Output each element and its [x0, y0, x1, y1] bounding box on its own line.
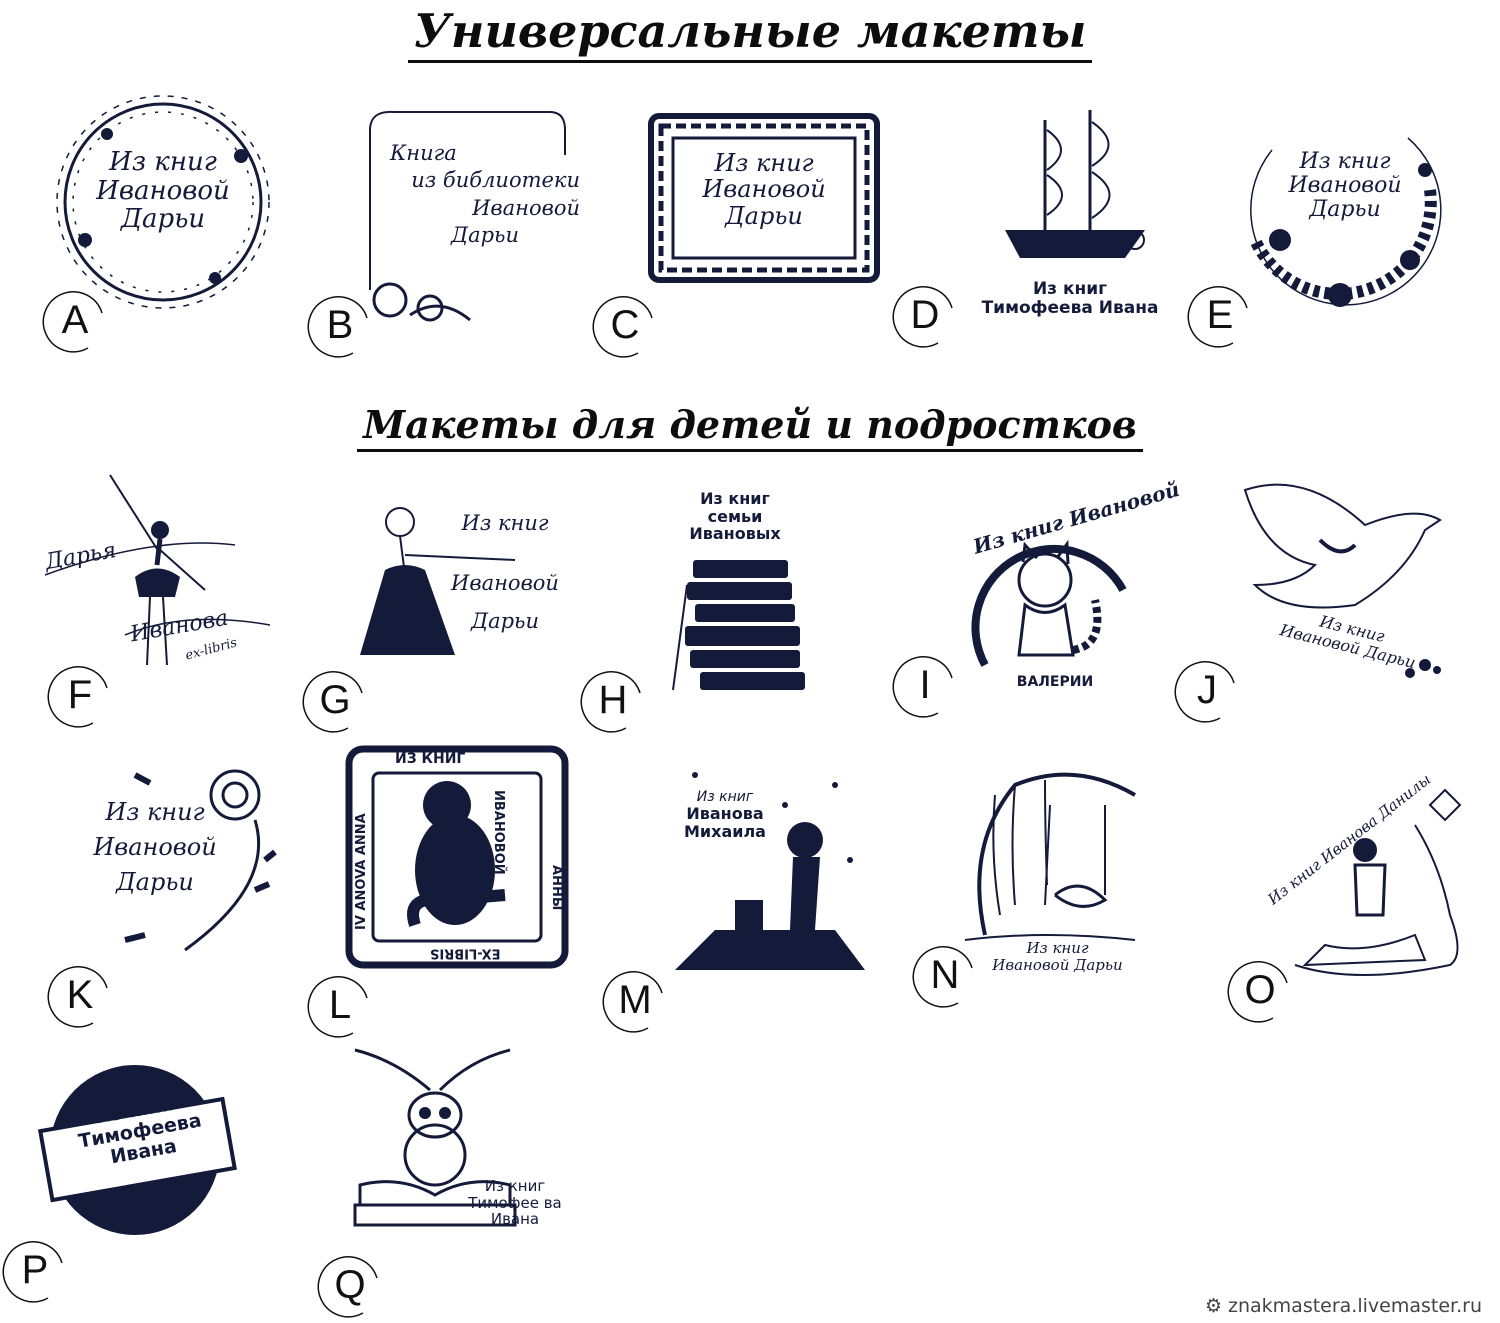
heading-universal: Универсальные макеты — [0, 4, 1500, 63]
stamp-d-line-2: Тимофеева Ивана — [981, 297, 1159, 318]
letter-marker-n: N — [910, 940, 980, 1010]
letter-marker-b: B — [305, 290, 375, 360]
stamp-e-line-1: Из книг — [1299, 149, 1391, 174]
stamp-d-line-1: Из книг — [1032, 279, 1108, 299]
stamp-h-line-2: семьи — [707, 506, 763, 526]
dancer-art — [360, 507, 516, 655]
stamp-q-line-3: Ивана — [490, 1210, 540, 1228]
kite-boy-art — [1294, 788, 1462, 976]
letter-marker-l: L — [305, 970, 375, 1040]
stamp-i: Из книг Ивановой ВАЛЕРИИ — [945, 477, 1182, 695]
square-cat-art — [345, 745, 569, 969]
stamp-g-line-2: Ивановой — [451, 570, 559, 595]
stamp-m: Из книг Иванова Михаила — [675, 765, 870, 975]
letter-marker-f: F — [45, 660, 115, 730]
stamp-j: Из книг Ивановой Дарьи — [1225, 465, 1460, 695]
letter-marker-m: M — [600, 965, 670, 1035]
stamp-f: Дарья Иванова ex-libris — [35, 465, 280, 685]
stamp-k: Из книг Ивановой Дарьи — [75, 765, 290, 955]
watermark: ⚙ znakmastera.livemaster.ru — [1205, 1295, 1482, 1317]
letter-marker-e: E — [1185, 280, 1255, 350]
cat-arc-art — [971, 539, 1127, 667]
stamp-l: ИЗ КНИГ ИВАНОВОЙ АННЫ EX-LIBRIS IV ANOVA… — [345, 745, 570, 970]
owl-art — [353, 1048, 517, 1227]
letter-marker-k: K — [45, 960, 115, 1030]
stamp-n-line-1: Из книг — [1026, 939, 1089, 957]
stamp-p: Из книг Тимофеева Ивана — [35, 1060, 240, 1240]
stamp-m-line-3: Михаила — [684, 821, 766, 841]
stamp-h-line-1: Из книг — [700, 489, 770, 508]
stamp-l-line-2: ИВАНОВОЙ — [491, 790, 506, 875]
stamp-e-line-3: Дарьи — [1309, 197, 1381, 223]
flower-wreath-art — [1249, 137, 1442, 307]
stamp-m-line-2: Иванова — [686, 804, 764, 824]
stamp-n-line-2: Ивановой Дарьи — [992, 955, 1123, 974]
letter-marker-o: O — [1225, 955, 1295, 1025]
stamp-l-line-3: АННЫ — [549, 865, 564, 911]
letter-marker-i: I — [890, 650, 960, 720]
stamp-l-line-4: EX-LIBRIS — [430, 945, 501, 961]
letter-marker-h: H — [578, 665, 648, 735]
stamp-n: Из книг Ивановой Дарьи — [955, 765, 1145, 985]
stamp-c-line-1: Из книг — [714, 149, 814, 177]
stamp-e-line-2: Ивановой — [1288, 173, 1402, 199]
gear-icon: ⚙ — [1204, 1295, 1222, 1317]
stamp-e: Из книг Ивановой Дарьи — [1240, 110, 1450, 320]
stamp-i-line-2: ВАЛЕРИИ — [1016, 674, 1094, 690]
bird-girl-art — [1243, 483, 1442, 678]
stamp-b-line-1: Книга — [390, 141, 457, 165]
letter-marker-p: P — [0, 1235, 70, 1305]
stamp-a-line-3: Дарьи — [120, 204, 206, 235]
ship-art — [1005, 110, 1145, 258]
stamp-k-line-1: Из книг — [105, 798, 205, 826]
stamp-a-line-2: Ивановой — [96, 175, 230, 206]
stamp-a-line-1: Из книг — [109, 147, 217, 177]
celtic-frame-art — [648, 113, 880, 283]
stamp-l-line-1: ИЗ КНИГ — [395, 751, 466, 767]
roof-boy-art — [675, 772, 865, 970]
stamp-g-line-3: Дарьи — [471, 608, 539, 633]
letter-marker-d: D — [890, 280, 960, 350]
floral-corner-art — [369, 110, 566, 322]
letter-marker-j: J — [1172, 655, 1242, 725]
stamp-m-line-1: Из книг — [696, 789, 754, 805]
watermark-text: znakmastera.livemaster.ru — [1228, 1295, 1482, 1317]
stamp-q-line-1: Из книг — [484, 1177, 546, 1195]
stamp-g: Из книг Ивановой Дарьи — [355, 500, 570, 680]
stamp-c-line-3: Дарьи — [725, 201, 803, 230]
swing-tree-art — [964, 772, 1137, 941]
letter-marker-g: G — [300, 665, 370, 735]
ballerina-art — [44, 474, 271, 666]
stamp-l-line-5: IV ANOVA ANNA — [354, 813, 369, 930]
stamp-k-line-2: Ивановой — [93, 832, 217, 861]
letter-marker-q: Q — [315, 1250, 385, 1320]
stamp-b-line-2: из библиотеки — [411, 168, 580, 193]
stamp-c-line-2: Ивановой — [702, 175, 826, 204]
stamp-a: Из книг Ивановой Дарьи — [45, 90, 285, 350]
stamp-g-line-1: Из книг — [461, 511, 549, 535]
stamp-q-line-2: Тимофее ва — [468, 1193, 562, 1212]
stamp-o: Из книг Иванова Данилы — [1264, 770, 1465, 1005]
flower-branch-art — [124, 769, 277, 952]
floral-wreath-art — [56, 95, 270, 309]
stamp-b-line-3: Ивановой — [472, 195, 580, 220]
stamp-c: Из книг Ивановой Дарьи — [645, 110, 885, 290]
stamp-h-line-3: Ивановых — [689, 524, 781, 544]
heading-kids: Макеты для детей и подростков — [0, 402, 1500, 452]
stamp-h: Из книг семьи Ивановых — [665, 490, 810, 695]
stamp-b-line-4: Дарьи — [451, 222, 519, 247]
stamp-q: Из книг Тимофее ва Ивана — [345, 1045, 575, 1250]
letter-marker-a: A — [40, 285, 110, 355]
star-circle-art — [37, 1065, 237, 1235]
letter-marker-c: C — [590, 290, 660, 360]
stamp-b: Книга из библиотеки Ивановой Дарьи — [350, 100, 580, 340]
stamp-d: Из книг Тимофеева Ивана — [975, 100, 1170, 330]
book-stack-art — [672, 560, 805, 691]
stamp-k-line-3: Дарьи — [116, 867, 194, 896]
